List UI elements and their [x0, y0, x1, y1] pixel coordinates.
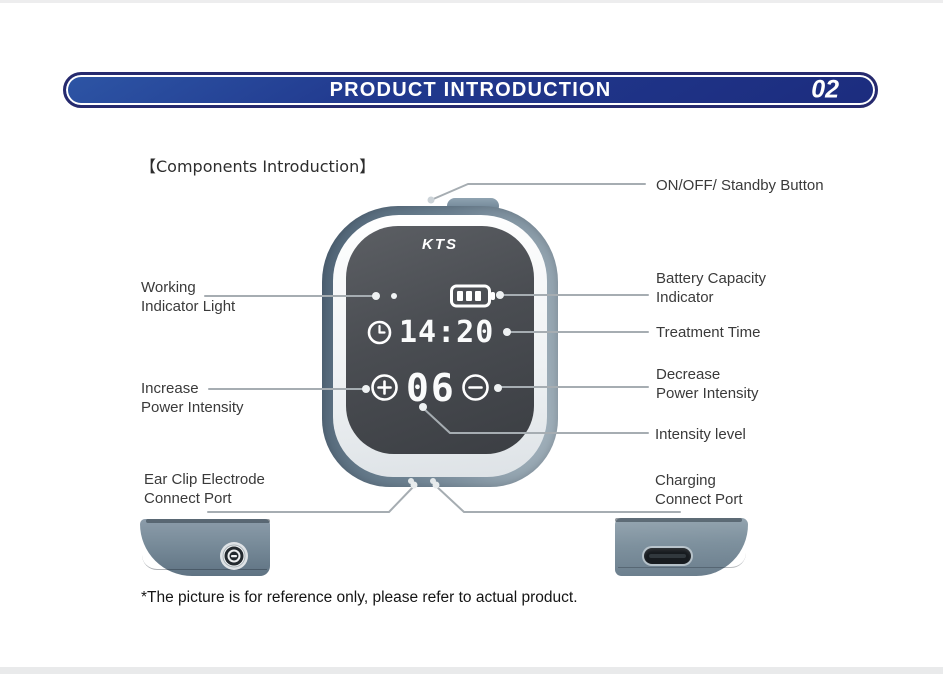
label-treatment-time: Treatment Time: [656, 324, 761, 341]
label-on-off-standby: ON/OFF/ Standby Button: [656, 177, 824, 194]
label-intensity-level: Intensity level: [655, 426, 746, 443]
electrode-port-dot: [408, 478, 414, 484]
page-bottom-edge: [0, 667, 943, 674]
brand-logo: KTS: [422, 236, 458, 253]
earclip-connector-icon: [220, 542, 248, 570]
minus-icon: [462, 374, 489, 401]
intensity-level-display: 06: [406, 366, 456, 410]
page-number: 02: [811, 75, 839, 104]
charging-port-dot: [430, 478, 436, 484]
page-title: PRODUCT INTRODUCTION: [329, 78, 612, 101]
plus-icon: [371, 374, 398, 401]
label-ear-clip-port: Ear Clip Electrode Connect Port: [144, 471, 265, 507]
page-top-edge: [0, 0, 943, 3]
section-heading: 【Components Introduction】: [140, 157, 376, 176]
photo-earclip-port: [140, 519, 270, 576]
label-decrease-power: Decrease Power Intensity: [656, 366, 759, 402]
label-working-indicator: Working Indicator Light: [141, 279, 236, 315]
usb-c-port-icon: [644, 548, 691, 564]
device-edge-seam: [618, 553, 746, 568]
working-indicator-light: [391, 293, 397, 299]
clock-icon: [367, 320, 392, 345]
banner: PRODUCT INTRODUCTION 02: [63, 72, 878, 108]
treatment-time-display: 14:20: [399, 315, 495, 350]
device-screen: KTS 14:20 06: [346, 226, 534, 454]
label-charging-port: Charging Connect Port: [655, 472, 743, 508]
footnote: *The picture is for reference only, plea…: [141, 589, 578, 606]
photo-charging-port: [615, 518, 748, 576]
label-increase-power: Increase Power Intensity: [141, 380, 244, 416]
battery-icon: [450, 284, 495, 308]
label-battery-capacity: Battery Capacity Indicator: [656, 270, 767, 306]
device-edge-seam: [142, 555, 267, 570]
